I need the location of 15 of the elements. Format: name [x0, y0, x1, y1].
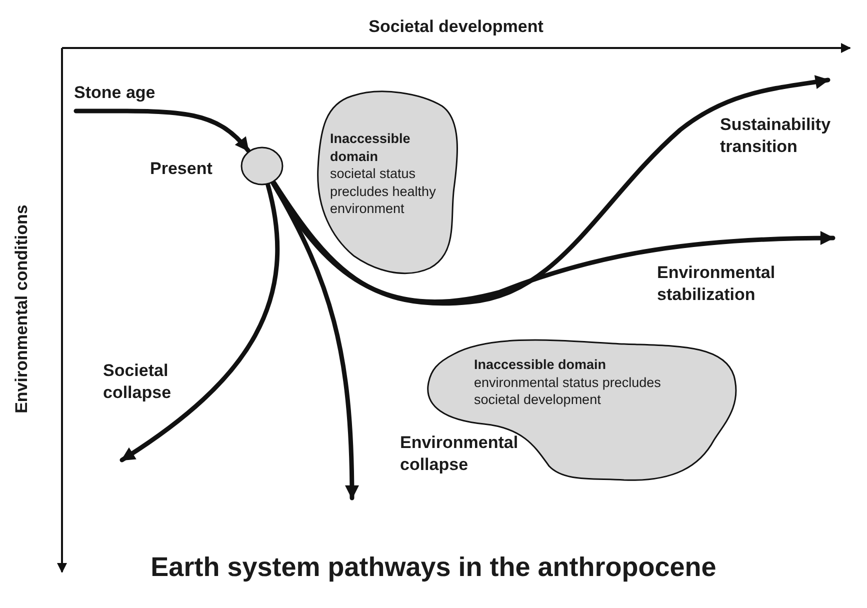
- pathway-arrow: [270, 181, 836, 304]
- domain-heading: Inaccessible domain: [474, 356, 608, 374]
- present-label: Present: [150, 158, 212, 180]
- diagram-title: Earth system pathways in the anthropocene: [150, 552, 718, 583]
- pathway-label: Sustainability transition: [720, 114, 865, 162]
- pathway-arrow: [120, 183, 280, 462]
- pathway-label: Societal collapse: [103, 360, 198, 408]
- axis-label: Environmental conditions: [10, 204, 32, 416]
- axis-label: Societal development: [368, 16, 544, 38]
- domain-description: environmental status precludes societal development: [474, 374, 662, 409]
- pathway-arrow: [74, 108, 250, 153]
- domain-description: societal status precludes healthy environment: [330, 165, 437, 218]
- start-label: Stone age: [74, 82, 164, 106]
- pathway-label: Environmental collapse: [400, 432, 525, 480]
- pathway-label: Environmental stabilization: [657, 262, 797, 310]
